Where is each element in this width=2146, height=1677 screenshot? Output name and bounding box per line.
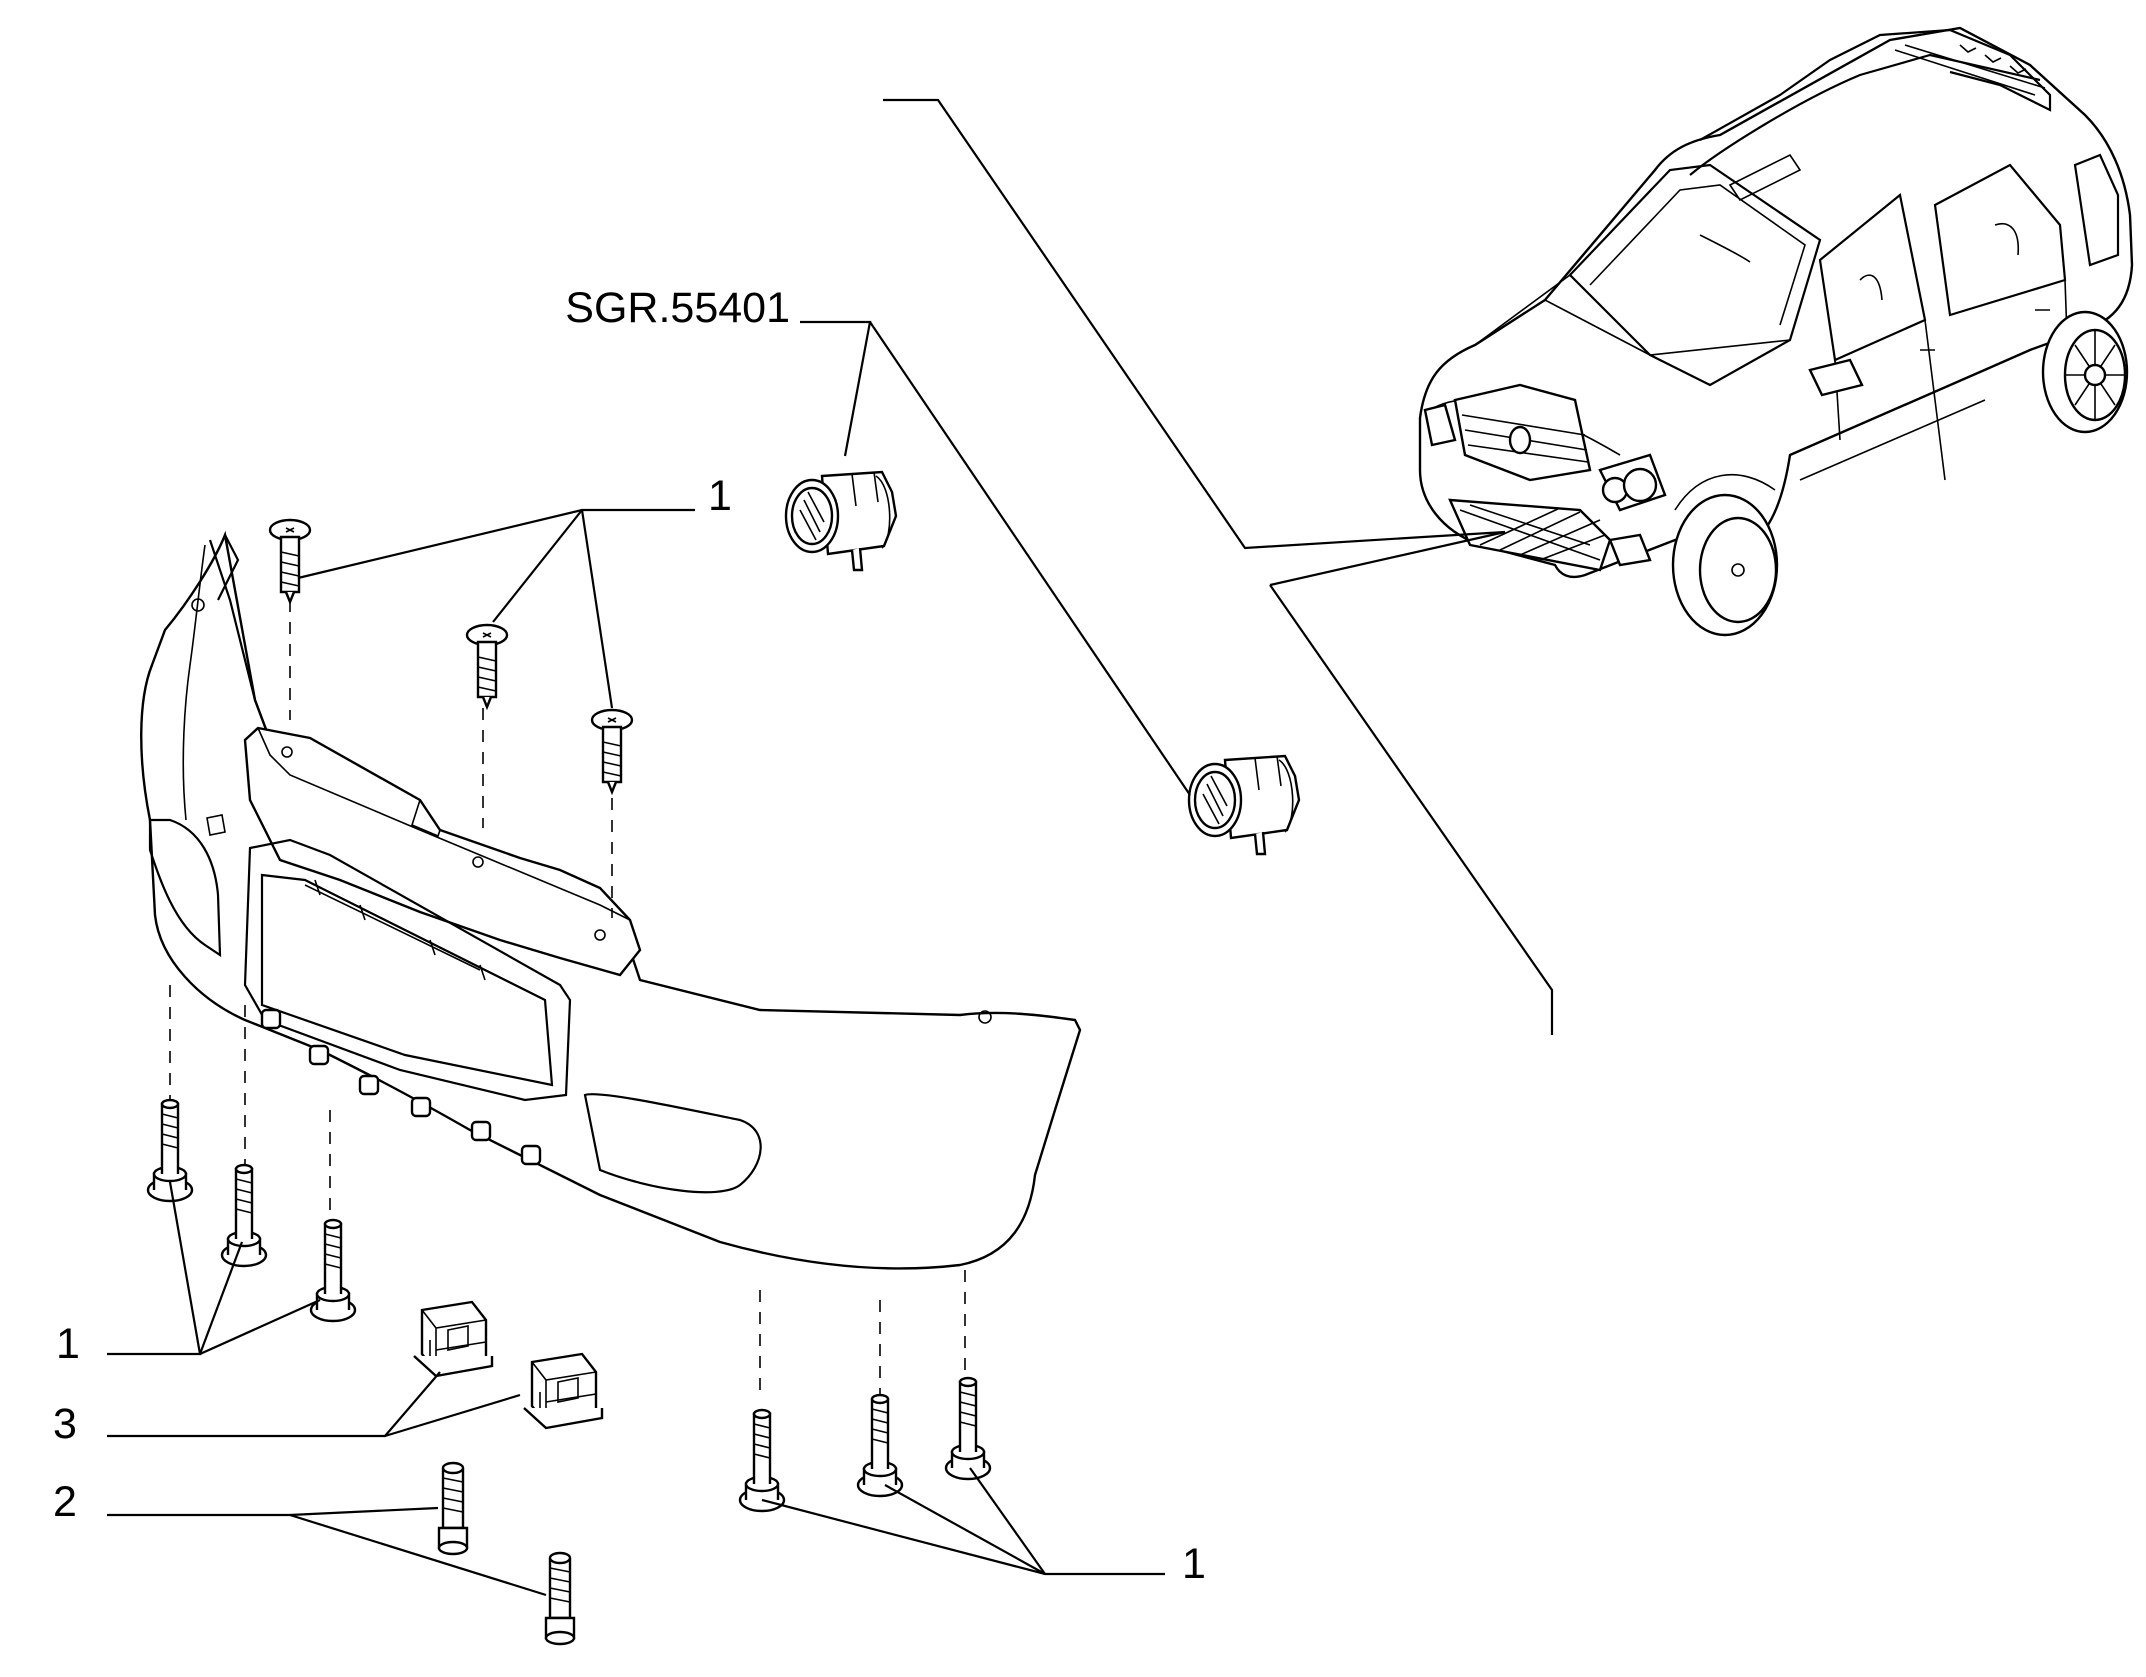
callout-bolts: 2 — [53, 1478, 77, 1526]
screw-right-1 — [738, 1408, 786, 1513]
clip-nut-1 — [412, 1300, 494, 1378]
callout-left-screws: 1 — [56, 1320, 80, 1368]
screw-right-3 — [944, 1376, 992, 1481]
vehicle-illustration — [1418, 26, 2134, 637]
bumper-sensor-holes — [260, 1008, 542, 1166]
leader-lines — [107, 508, 1165, 1597]
bolt-2 — [544, 1551, 576, 1646]
clip-nut-2 — [522, 1352, 604, 1430]
screw-left-3 — [309, 1218, 357, 1323]
reference-lines — [883, 98, 1554, 1035]
screw-top-1 — [268, 518, 312, 604]
parking-sensor-top — [784, 470, 898, 572]
callout-clips: 3 — [53, 1400, 77, 1448]
callout-bottom-screws: 1 — [1182, 1540, 1206, 1588]
screw-left-2 — [220, 1163, 268, 1268]
bolt-1 — [437, 1461, 469, 1556]
screw-top-2 — [465, 623, 509, 709]
callout-top-screws: 1 — [708, 472, 732, 520]
sensor-leader-lines — [800, 320, 1191, 796]
callout-group-ref: SGR.55401 — [565, 284, 790, 332]
screw-right-2 — [856, 1393, 904, 1498]
parking-sensor-bottom — [1187, 754, 1301, 856]
screw-top-3 — [590, 708, 634, 794]
front-bumper — [140, 530, 1082, 1270]
